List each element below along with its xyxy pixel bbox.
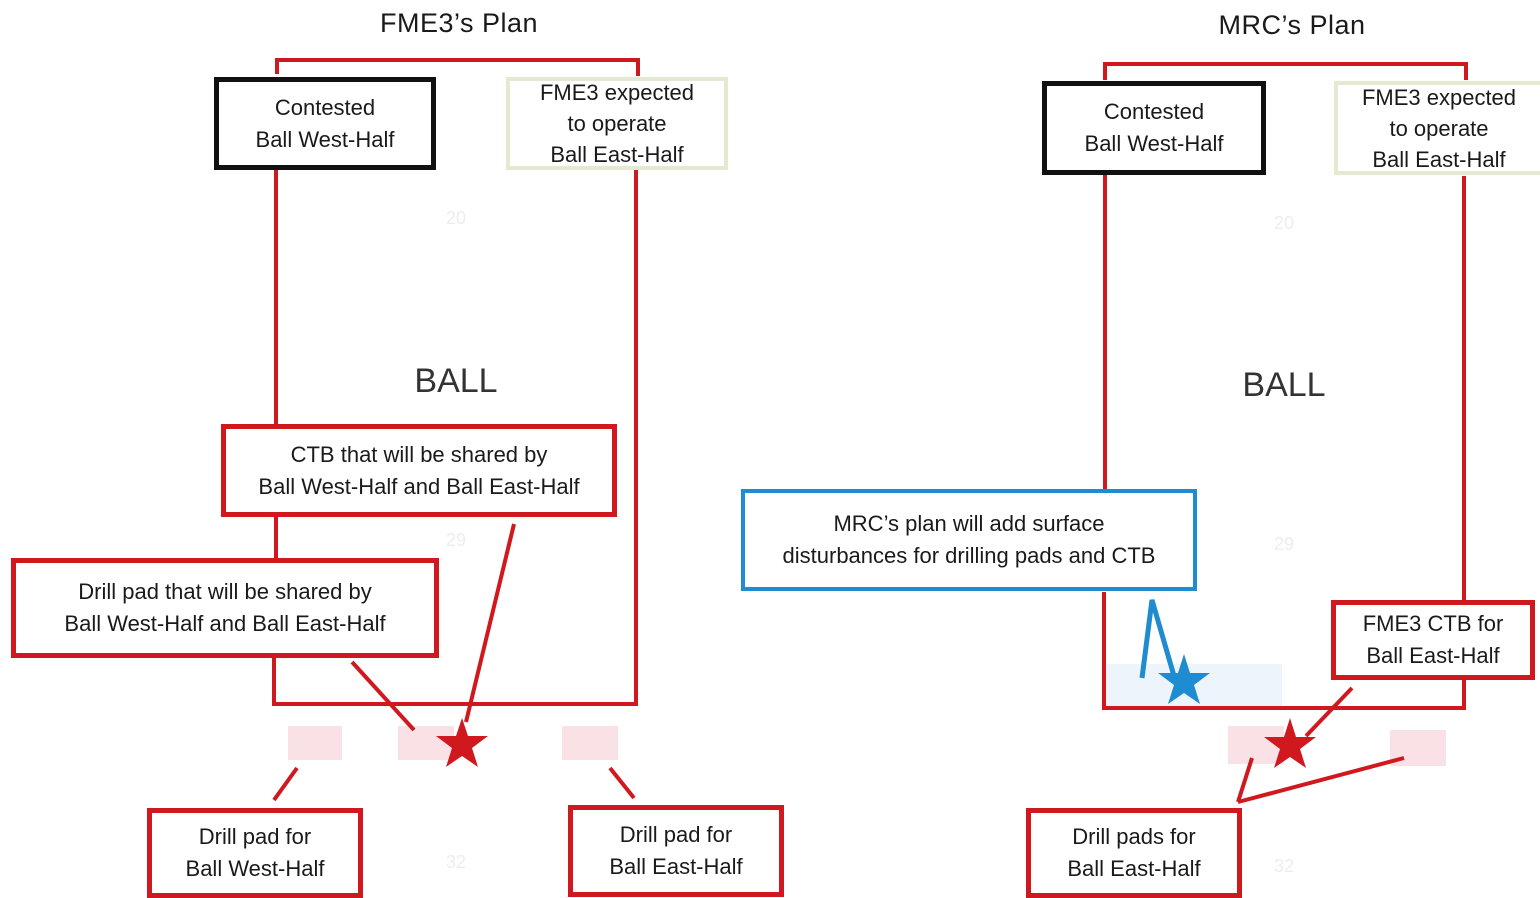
right-section-number-29: 29 <box>1274 534 1295 554</box>
left-section-outline <box>275 58 640 76</box>
left-ctb-shared-line1: CTB that will be shared by <box>290 441 548 467</box>
right-drill-pads-east-line2: Ball East-Half <box>1067 856 1201 881</box>
right-fme3-operate-box: FME3 expected to operate Ball East-Half <box>1334 81 1540 175</box>
right-section-number-20: 20 <box>1274 213 1295 233</box>
left-drill-pad-east-box: Drill pad for Ball East-Half <box>568 805 784 897</box>
left-contested-box: Contested Ball West-Half <box>214 77 436 170</box>
left-contested-line1: Contested <box>274 94 376 120</box>
left-drill-pad-west-box: Drill pad for Ball West-Half <box>147 808 363 898</box>
right-mrc-disturbance-box: MRC’s plan will add surface disturbances… <box>741 489 1197 591</box>
left-fme3-operate-box: FME3 expected to operate Ball East-Half <box>506 77 728 170</box>
left-drill-pad-shared-line1: Drill pad that will be shared by <box>78 579 372 604</box>
left-pad-west <box>288 726 342 760</box>
right-fme3-ctb-line1: FME3 CTB for <box>1362 611 1504 636</box>
right-drill-pads-east-line1: Drill pads for <box>1072 824 1196 849</box>
right-drill-pads-east-box: Drill pads for Ball East-Half <box>1026 808 1242 898</box>
left-panel-title: FME3’s Plan <box>379 8 539 38</box>
right-mrc-disturbance-line2: disturbances for drilling pads and CTB <box>782 543 1156 568</box>
left-section-number-29: 29 <box>446 530 467 550</box>
right-fme3-ctb-box: FME3 CTB for Ball East-Half <box>1331 600 1535 680</box>
right-contested-line1: Contested <box>1103 99 1205 124</box>
left-drill-pad-west-line2: Ball West-Half <box>185 856 325 881</box>
left-section-number-20: 20 <box>446 208 467 228</box>
left-ctb-shared-line2: Ball West-Half and Ball East-Half <box>258 473 580 499</box>
left-contested-line2: Ball West-Half <box>255 126 395 152</box>
left-ctb-shared-box: CTB that will be shared by Ball West-Hal… <box>221 424 617 517</box>
left-fme3-operate-line1: FME3 expected <box>539 80 695 105</box>
right-pad-west <box>1228 726 1284 764</box>
right-mrc-disturbance-line1: MRC’s plan will add surface <box>833 511 1105 536</box>
right-section-number-32: 32 <box>1274 856 1295 876</box>
right-contested-line2: Ball West-Half <box>1084 131 1224 156</box>
left-section-number-32: 32 <box>446 852 467 872</box>
left-drill-pad-west-line1: Drill pad for <box>198 824 312 849</box>
left-drill-pad-shared-line2: Ball West-Half and Ball East-Half <box>64 611 386 636</box>
left-fme3-operate-line3: Ball East-Half <box>550 142 684 167</box>
left-pad-shared <box>398 726 454 760</box>
left-drill-pad-east-line2: Ball East-Half <box>609 854 743 879</box>
left-drill-pad-east-line1: Drill pad for <box>619 822 733 847</box>
right-contested-box: Contested Ball West-Half <box>1042 81 1266 175</box>
right-section-outline <box>1103 62 1468 80</box>
right-fme3-operate-line3: Ball East-Half <box>1372 146 1506 172</box>
right-disturbance-area <box>1106 664 1282 706</box>
left-fme3-operate-line2: to operate <box>567 111 667 136</box>
right-fme3-operate-line1: FME3 expected <box>1361 84 1517 110</box>
right-fme3-ctb-line2: Ball East-Half <box>1366 643 1500 668</box>
left-section-label: BALL <box>414 362 498 400</box>
right-pad-east <box>1390 730 1446 766</box>
right-fme3-operate-line2: to operate <box>1389 115 1489 141</box>
right-section-label: BALL <box>1242 366 1326 404</box>
left-drill-pad-shared-box: Drill pad that will be shared by Ball We… <box>11 558 439 658</box>
right-panel-title: MRC’s Plan <box>1218 10 1366 40</box>
left-pad-east <box>562 726 618 760</box>
